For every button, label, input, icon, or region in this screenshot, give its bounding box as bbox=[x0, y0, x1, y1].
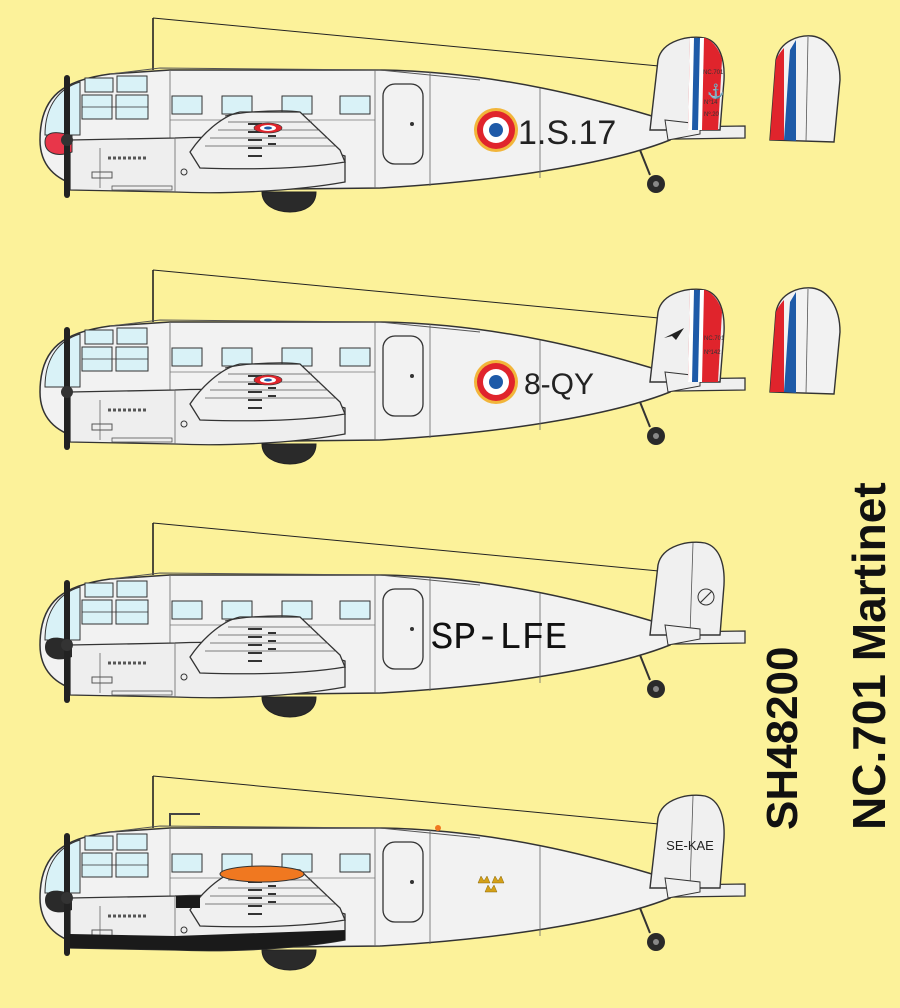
rudder-right-view bbox=[769, 287, 841, 395]
fuselage-roundel bbox=[474, 108, 518, 152]
black-undersides bbox=[70, 930, 345, 951]
propeller-icon bbox=[61, 75, 73, 198]
aircraft-profile-2: NC.701 Nº142 8-QY bbox=[0, 252, 900, 502]
title-block: SH48200 NC.701 Martinet bbox=[700, 480, 900, 840]
anchor-icon: ⚓ bbox=[707, 83, 724, 100]
aircraft-code: 8-QY bbox=[524, 368, 594, 401]
fin-stencil-2: Nº142 bbox=[704, 349, 721, 356]
aircraft-code: 1.S.17 bbox=[518, 114, 616, 152]
rudder-right-view bbox=[769, 35, 841, 143]
fin-stencil-2: N°14 bbox=[704, 100, 718, 106]
propeller-icon bbox=[61, 833, 73, 956]
aircraft-profile-2-drawing: NC.701 Nº142 8-QY bbox=[38, 268, 841, 466]
kit-code: SH48200 bbox=[758, 646, 807, 830]
aircraft-profile-3: SP-LFE bbox=[0, 505, 900, 755]
fuselage-roundel bbox=[474, 360, 518, 404]
propeller-circle-icon bbox=[697, 588, 715, 606]
aircraft-profile-4-drawing: SE-KAE bbox=[38, 774, 747, 972]
fin-stencil-1: NC.701 bbox=[704, 336, 725, 342]
aircraft-profile-1: NC.701 N°14 Nº.20 ⚓ 1.S.17 bbox=[0, 0, 900, 250]
fin-stencil-1: NC.701 bbox=[703, 70, 724, 76]
aircraft-profile-3-drawing: SP-LFE bbox=[38, 521, 747, 719]
propeller-icon bbox=[61, 580, 73, 703]
aircraft-profile-4: SE-KAE bbox=[0, 758, 900, 1008]
aircraft-code: SE-KAE bbox=[666, 838, 714, 853]
aircraft-code: SP-LFE bbox=[431, 617, 568, 660]
aircraft-profile-1-drawing: NC.701 N°14 Nº.20 ⚓ 1.S.17 bbox=[38, 16, 841, 214]
three-crowns-icon bbox=[477, 875, 505, 893]
propeller-icon bbox=[61, 327, 73, 450]
aircraft-name: NC.701 Martinet bbox=[843, 482, 895, 830]
orange-cowling bbox=[219, 865, 305, 883]
fin-stencil-3: Nº.20 bbox=[704, 111, 720, 118]
bird-silhouette-icon bbox=[664, 328, 684, 340]
